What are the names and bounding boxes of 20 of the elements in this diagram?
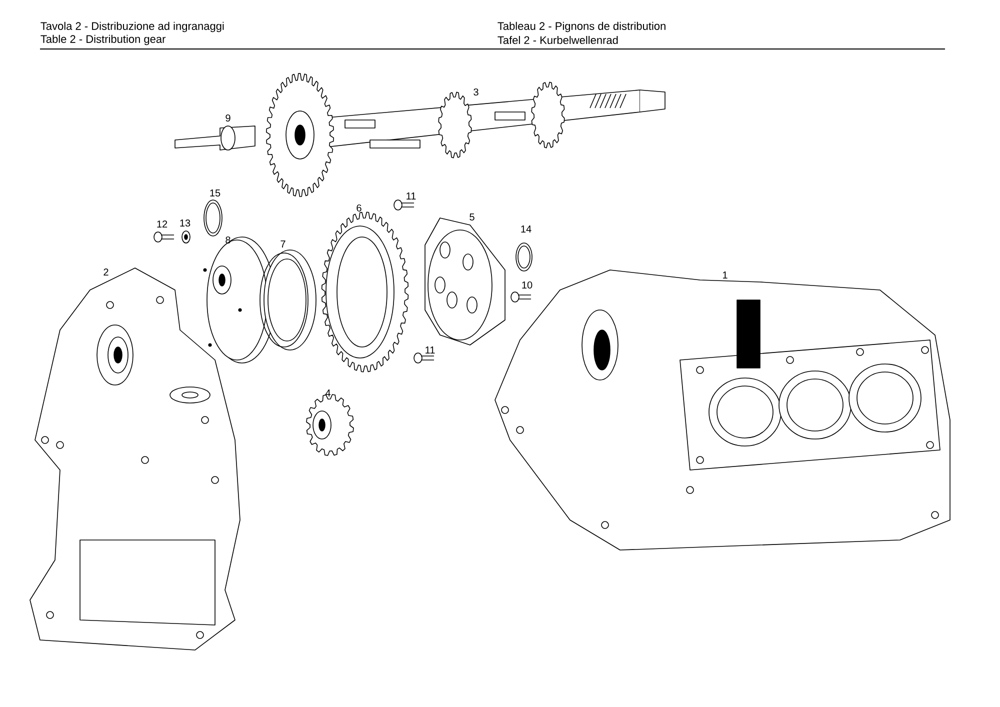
callout-number: 2	[104, 268, 108, 276]
callout-number: 9	[226, 114, 230, 122]
header-text: Table 2 - Distribution gear	[40, 34, 166, 46]
callout-number: 3	[474, 88, 478, 96]
callout-number: 8	[226, 236, 230, 244]
callout-number: 15	[210, 190, 220, 196]
callout-number: 5	[470, 214, 474, 220]
callout-number: 7	[280, 240, 286, 248]
callout-number: 14	[521, 226, 532, 232]
callout-number: 13	[180, 219, 190, 227]
callout-number: 11	[426, 346, 435, 354]
header-text: Tableau 2 - Pignons de distribution	[498, 22, 666, 32]
callout-number: 6	[356, 204, 362, 212]
header-text: Tafel 2 - Kurbelwellenrad	[498, 36, 618, 44]
callout-number: 1	[723, 272, 728, 278]
callout-number: 4	[325, 390, 330, 396]
callout-number: 10	[522, 281, 532, 289]
header-text: Tavola 2 - Distribuzione ad ingranaggi	[40, 22, 224, 32]
callout-number: 11	[406, 192, 416, 200]
callout-number: 12	[157, 220, 168, 228]
